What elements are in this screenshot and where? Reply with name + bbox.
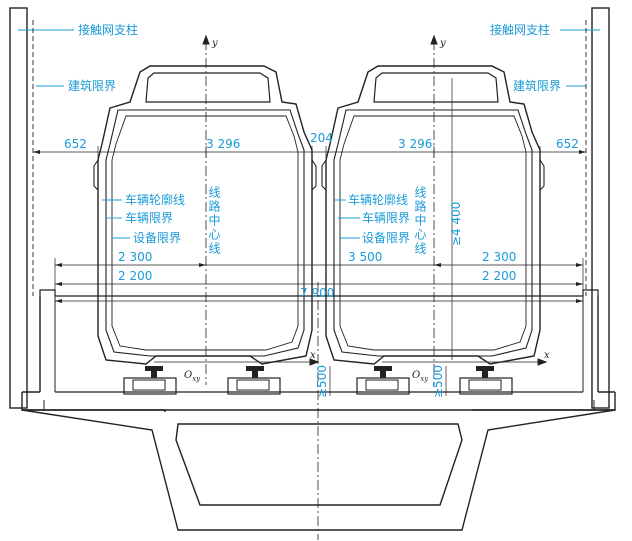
- dim-500-left: ≥500: [315, 365, 329, 398]
- label-vehicle-contour-left: 车辆轮廓线: [125, 192, 185, 207]
- dim-2300-left: 2 300: [118, 250, 152, 264]
- catenary-pole-right: [591, 7, 610, 409]
- dim-652-left: 652: [64, 137, 87, 151]
- building-limit-line: [32, 20, 587, 296]
- dim-500-right: ≥500: [431, 365, 445, 398]
- right-vehicle: [321, 65, 545, 365]
- dim-204: 204: [310, 131, 333, 145]
- dim-2200-right: 2 200: [482, 269, 516, 283]
- label-building-limit-left: 建筑限界: [68, 78, 116, 93]
- left-vehicle: [93, 65, 317, 365]
- origin-right: Oxy: [412, 370, 429, 383]
- label-equipment-limit-right: 设备限界: [362, 231, 410, 245]
- dim-3500: 3 500: [348, 250, 382, 264]
- dim-7900: 7 900: [300, 286, 334, 300]
- rails: [145, 366, 494, 378]
- dim-4400: ≥4 400: [449, 202, 463, 246]
- origin-left: Oxy: [184, 370, 201, 383]
- label-catenary-pole-right: 接触网支柱: [490, 22, 550, 37]
- label-vehicle-limit-right: 车辆限界: [362, 210, 410, 225]
- label-vehicle-contour-right: 车辆轮廓线: [348, 192, 408, 207]
- dim-3296-left: 3 296: [206, 137, 240, 151]
- catenary-pole-left: [9, 7, 28, 409]
- dim-2300-right: 2 300: [482, 250, 516, 264]
- label-catenary-pole-left: 接触网支柱: [78, 22, 138, 37]
- dim-3296-right: 3 296: [398, 137, 432, 151]
- dim-2200-left: 2 200: [118, 269, 152, 283]
- dim-652-right: 652: [556, 137, 579, 151]
- label-building-limit-right: 建筑限界: [513, 78, 561, 93]
- label-equipment-limit-left: 设备限界: [133, 231, 181, 245]
- bridge-deck: [21, 289, 616, 531]
- label-track-center-left: 线路中心线: [207, 186, 221, 256]
- dimension-lines: [33, 78, 586, 396]
- label-vehicle-limit-left: 车辆限界: [125, 210, 173, 225]
- axis-y-left: y: [211, 38, 218, 49]
- label-track-center-right: 线路中心线: [413, 186, 427, 256]
- axis-x-left: x: [310, 350, 316, 361]
- axis-y-right: y: [439, 38, 446, 49]
- axis-arrows: [154, 34, 548, 366]
- dimension-ticks: [33, 150, 586, 303]
- centerlines: [205, 40, 435, 540]
- axis-x-right: x: [544, 350, 550, 361]
- limit-leaders: [102, 199, 360, 239]
